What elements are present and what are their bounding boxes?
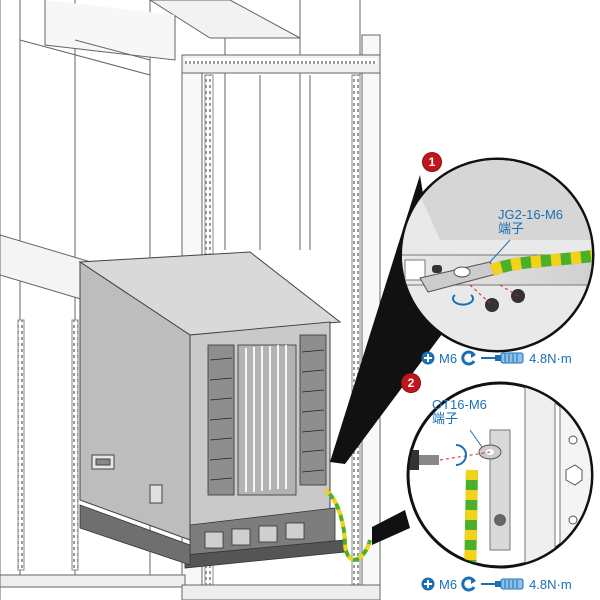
screw-size-2: M6 — [439, 576, 458, 592]
terminal-2-model-label: OT16-M6 — [432, 397, 487, 412]
clockwise-rotation-icon — [461, 350, 477, 366]
screwdriver-icon — [481, 578, 524, 590]
callout-2 — [372, 381, 594, 569]
phillips-screwdriver-icon — [421, 351, 435, 365]
torque-spec-1: M6 4.8N·m — [421, 350, 572, 366]
board-slots — [207, 334, 327, 496]
power-modules — [79, 504, 346, 569]
torque-spec-2: M6 4.8N·m — [421, 576, 572, 592]
screwdriver-icon — [481, 352, 524, 364]
step-2-badge: 2 — [402, 374, 420, 392]
terminal-2-word-label: 端子 — [432, 411, 459, 426]
step-1-badge: 1 — [423, 153, 441, 171]
terminal-1-word-label: 端子 — [498, 221, 525, 236]
callout-1 — [330, 157, 595, 464]
terminal-1-model-label: JG2-16-M6 — [498, 207, 564, 222]
screw-size-1: M6 — [439, 350, 458, 366]
clockwise-rotation-icon — [461, 576, 477, 592]
torque-value-2: 4.8N·m — [529, 576, 572, 592]
phillips-screwdriver-icon — [421, 577, 435, 591]
torque-value-1: 4.8N·m — [529, 350, 572, 366]
